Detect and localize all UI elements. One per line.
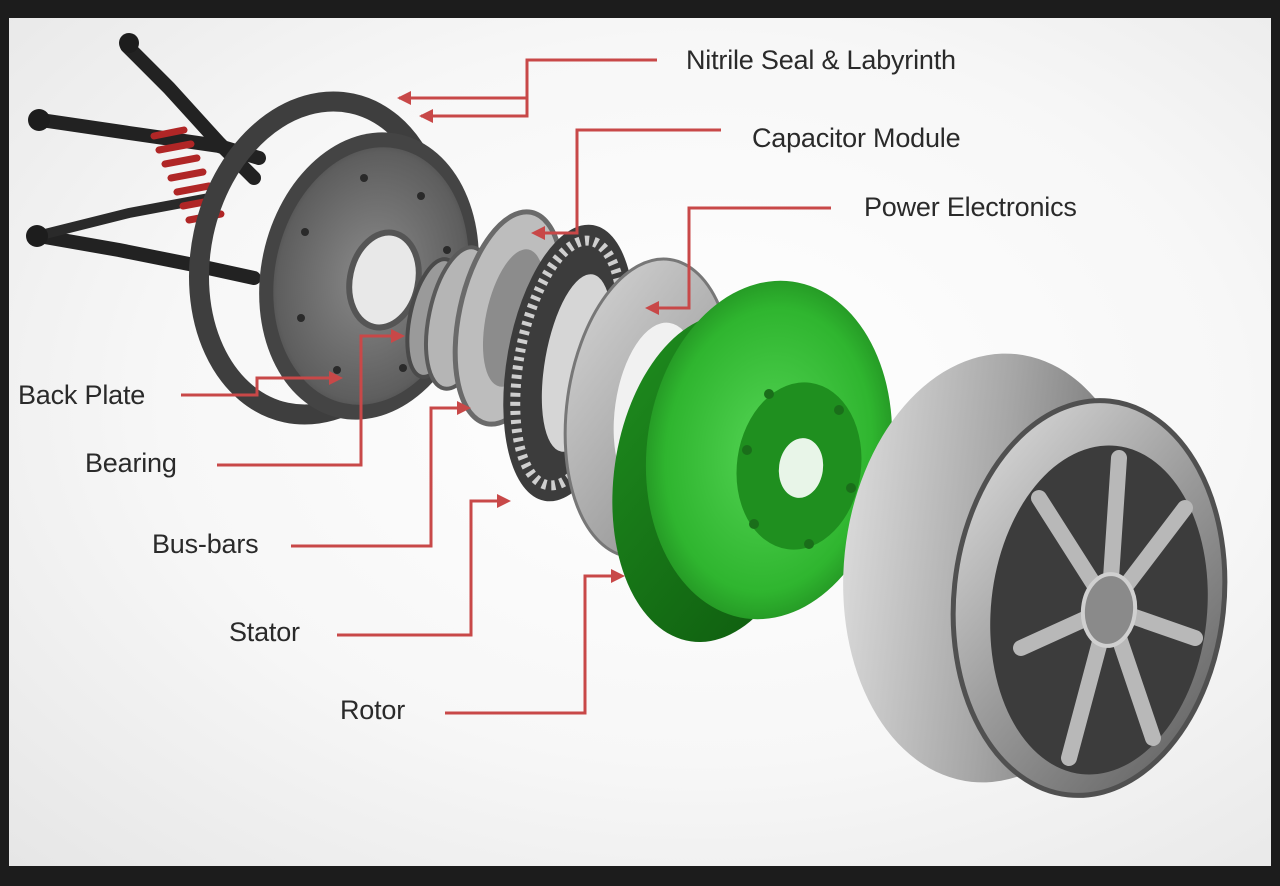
leader-stator [337,494,511,637]
leader-bearing [217,329,405,467]
leader-rotor [445,569,625,715]
label-back-plate: Back Plate [18,380,146,410]
label-nitrile-seal: Nitrile Seal & Labyrinth [686,45,956,75]
leader-bus-bars [291,401,471,548]
label-power-electronics: Power Electronics [864,192,1077,222]
label-rotor: Rotor [340,695,406,725]
diagram-frame: Nitrile Seal & Labyrinth Capacitor Modul… [9,18,1271,866]
leader-capacitor-module [531,128,721,240]
wheel-rim-part [843,353,1228,798]
label-bearing: Bearing [85,448,177,478]
leader-nitrile-seal [397,58,657,123]
exploded-hub-motor-illustration [26,33,1228,798]
leader-back-plate [181,371,343,397]
suspension-spring [150,126,225,224]
suspension-assembly [26,33,266,285]
rotor-part [612,280,893,642]
label-bus-bars: Bus-bars [152,529,259,559]
label-stator: Stator [229,617,300,647]
leader-power-electronics [645,206,831,315]
label-capacitor-module: Capacitor Module [752,123,961,153]
